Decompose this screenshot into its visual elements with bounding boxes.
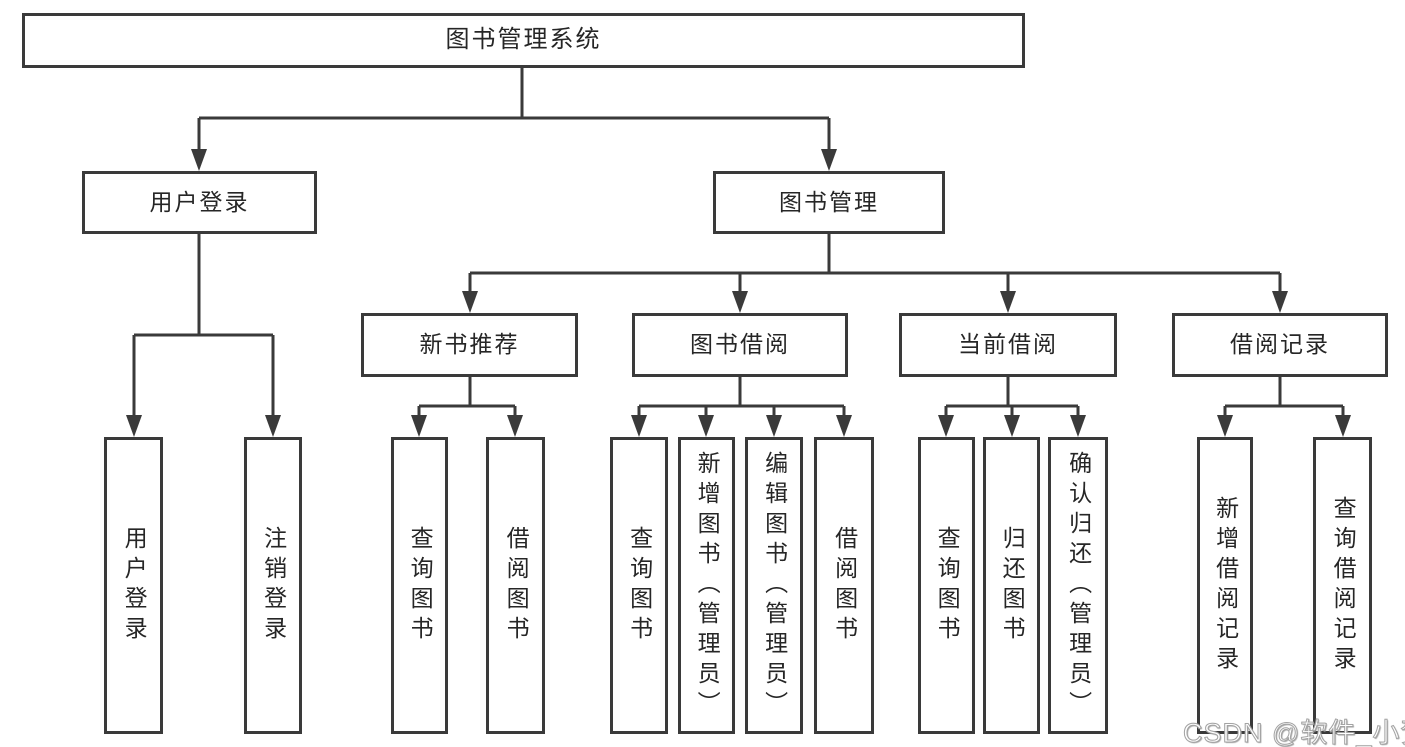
leaf-confirm-return-admin: 确认归还（管理员）: [1048, 437, 1108, 734]
arrow-down-icon: [766, 415, 782, 437]
node-borrowing-records: 借阅记录: [1172, 313, 1388, 377]
arrow-down-icon: [265, 415, 281, 437]
arrow-down-icon: [507, 415, 523, 437]
leaf-query-books-recommend: 查询图书: [391, 437, 448, 734]
leaf-borrow-books-recommend: 借阅图书: [486, 437, 545, 734]
leaf-add-book-admin: 新增图书（管理员）: [678, 437, 735, 734]
arrow-down-icon: [1004, 415, 1020, 437]
leaf-return-book: 归还图书: [983, 437, 1040, 734]
leaf-query-borrow-record: 查询借阅记录: [1313, 437, 1372, 734]
node-book-borrowing: 图书借阅: [632, 313, 848, 377]
connector-lines: [132, 68, 1345, 418]
arrow-down-icon: [411, 415, 427, 437]
leaf-edit-book-admin: 编辑图书（管理员）: [745, 437, 803, 734]
arrow-down-icon: [732, 291, 748, 313]
node-current-borrowing: 当前借阅: [899, 313, 1117, 377]
leaf-borrow-books: 借阅图书: [814, 437, 874, 734]
arrow-down-icon: [1070, 415, 1086, 437]
leaf-user-login: 用户登录: [104, 437, 163, 734]
arrow-down-icon: [126, 415, 142, 437]
node-book-management: 图书管理: [713, 171, 945, 234]
watermark: CSDN @软件_小贺同学: [1182, 718, 1405, 747]
arrow-down-icon: [462, 291, 478, 313]
node-user-login: 用户登录: [82, 171, 317, 234]
leaf-add-borrow-record: 新增借阅记录: [1197, 437, 1253, 734]
arrow-down-icon: [1217, 415, 1233, 437]
leaf-query-books-current: 查询图书: [918, 437, 975, 734]
arrow-down-icon: [836, 415, 852, 437]
arrow-down-icon: [1000, 291, 1016, 313]
arrow-down-icon: [1335, 415, 1351, 437]
node-library-management-system: 图书管理系统: [22, 13, 1025, 68]
arrowheads: [126, 149, 1351, 437]
arrow-down-icon: [631, 415, 647, 437]
arrow-down-icon: [698, 415, 714, 437]
arrow-down-icon: [821, 149, 837, 171]
leaf-logout: 注销登录: [244, 437, 302, 734]
arrow-down-icon: [191, 149, 207, 171]
leaf-query-books-borrow: 查询图书: [610, 437, 668, 734]
arrow-down-icon: [938, 415, 954, 437]
node-new-book-recommendation: 新书推荐: [361, 313, 578, 377]
arrow-down-icon: [1272, 291, 1288, 313]
